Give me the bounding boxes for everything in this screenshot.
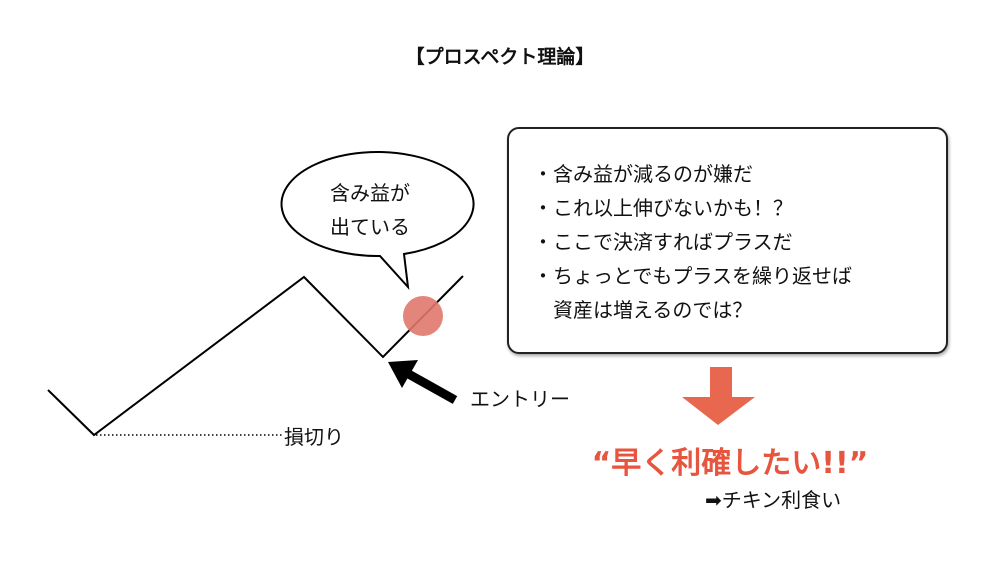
entry-arrow-icon <box>388 360 458 404</box>
down-arrow-icon <box>682 367 755 425</box>
thoughts-box: ・含み益が減るのが嫌だ ・これ以上伸びないかも！？ ・ここで決済すればプラスだ … <box>507 127 948 354</box>
thought-line: ・これ以上伸びないかも！？ <box>533 196 793 220</box>
thought-line: ・ここで決済すればプラスだ <box>533 230 793 254</box>
price-line <box>47 275 464 437</box>
thought-line: ・ちょっとでもプラスを繰り返せば <box>533 264 852 288</box>
thought-line: 資産は増えるのでは？ <box>533 298 753 322</box>
profit-point-marker <box>403 296 443 336</box>
speech-bubble-text: 含み益が 出ている <box>322 176 418 244</box>
entry-label: エントリー <box>470 387 570 411</box>
slide-title: 【プロスペクト理論】 <box>405 46 595 68</box>
conclusion-result: ➡チキン利食い <box>705 488 842 512</box>
conclusion-quote: “早く利確したい!!” <box>591 446 869 481</box>
bubble-line: 出ている <box>330 215 410 239</box>
thought-line: ・含み益が減るのが嫌だ <box>533 162 753 186</box>
speech-bubble <box>280 151 475 291</box>
stop-loss-label: 損切り <box>284 425 344 449</box>
bubble-line: 含み益が <box>330 181 410 205</box>
